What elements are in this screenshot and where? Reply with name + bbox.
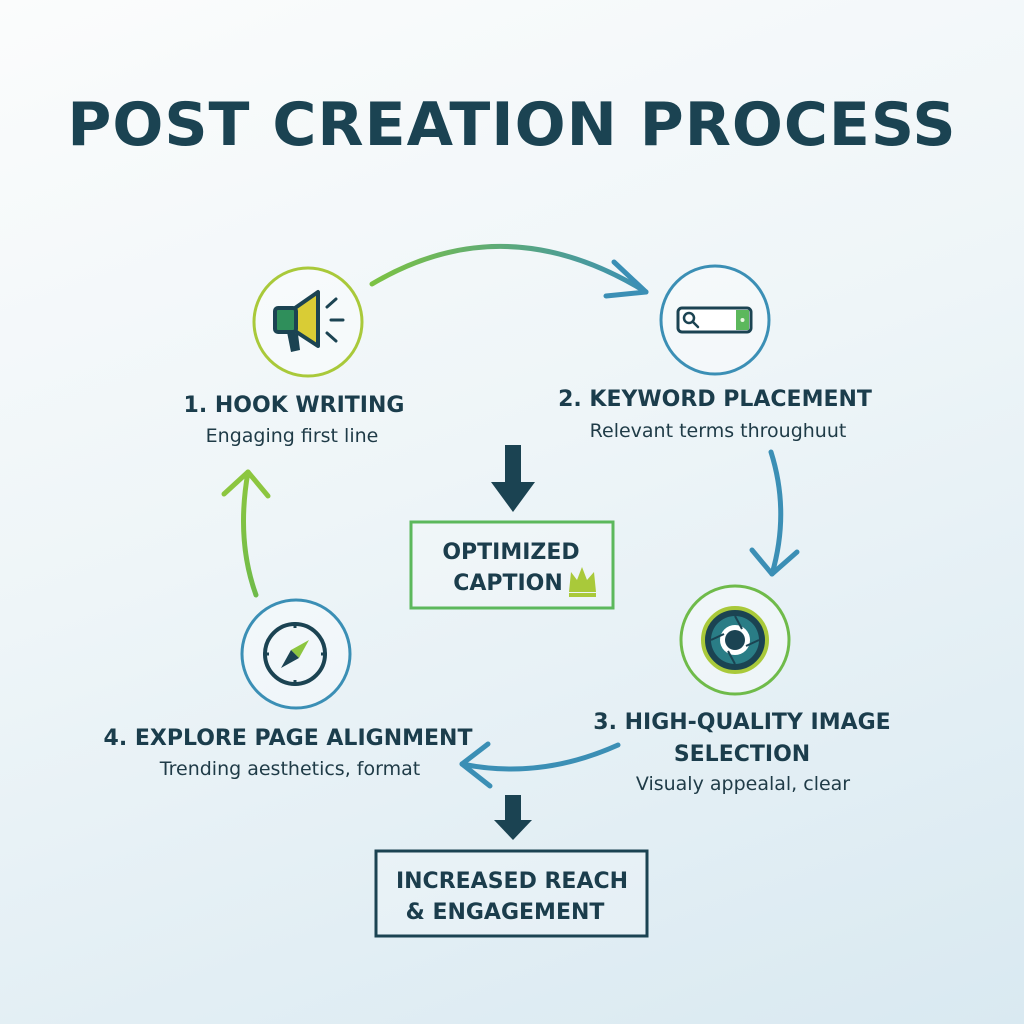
crown-icon (569, 567, 596, 597)
arrow-explore-to-hook (221, 469, 271, 598)
step-image-selection: 3. HIGH-QUALITY IMAGE SELECTION Visualy … (593, 584, 891, 795)
arrow-hook-to-keyword (369, 244, 649, 299)
compass-icon (263, 622, 327, 686)
optimized-caption-box: OPTIMIZED CAPTION (409, 520, 615, 610)
caption-line-2: CAPTION (453, 571, 563, 596)
step-1-title: 1. HOOK WRITING (184, 393, 405, 418)
step-hook-writing: 1. HOOK WRITING Engaging first line (184, 266, 405, 447)
step-keyword-placement: 2. KEYWORD PLACEMENT Relevant terms thro… (558, 264, 872, 442)
down-arrow-to-caption (491, 445, 535, 512)
increased-reach-box: INCREASED REACH & ENGAGEMENT (374, 849, 649, 938)
step-3-title-line2: SELECTION (674, 742, 810, 767)
search-bar-icon (676, 306, 753, 334)
arrow-keyword-to-image (749, 449, 800, 577)
arrow-image-to-explore (459, 741, 621, 789)
step-2-subtitle: Relevant terms throughuut (590, 420, 847, 442)
step-3-subtitle: Visualy appealal, clear (636, 773, 850, 795)
reach-line-1: INCREASED REACH (396, 869, 628, 894)
step-2-title: 2. KEYWORD PLACEMENT (558, 387, 872, 412)
caption-line-1: OPTIMIZED (442, 540, 579, 565)
step-4-subtitle: Trending aesthetics, format (159, 758, 420, 780)
down-arrow-to-reach (494, 795, 532, 840)
step-3-title-line1: 3. HIGH-QUALITY IMAGE (593, 710, 890, 735)
page-title: POST CREATION PROCESS (67, 90, 956, 160)
step-explore-alignment: 4. EXPLORE PAGE ALIGNMENT Trending aesth… (104, 598, 473, 780)
step-4-title: 4. EXPLORE PAGE ALIGNMENT (104, 726, 473, 751)
camera-lens-icon (701, 606, 769, 674)
megaphone-icon (273, 290, 345, 352)
step-1-subtitle: Engaging first line (206, 425, 379, 447)
reach-line-2: & ENGAGEMENT (406, 900, 605, 925)
